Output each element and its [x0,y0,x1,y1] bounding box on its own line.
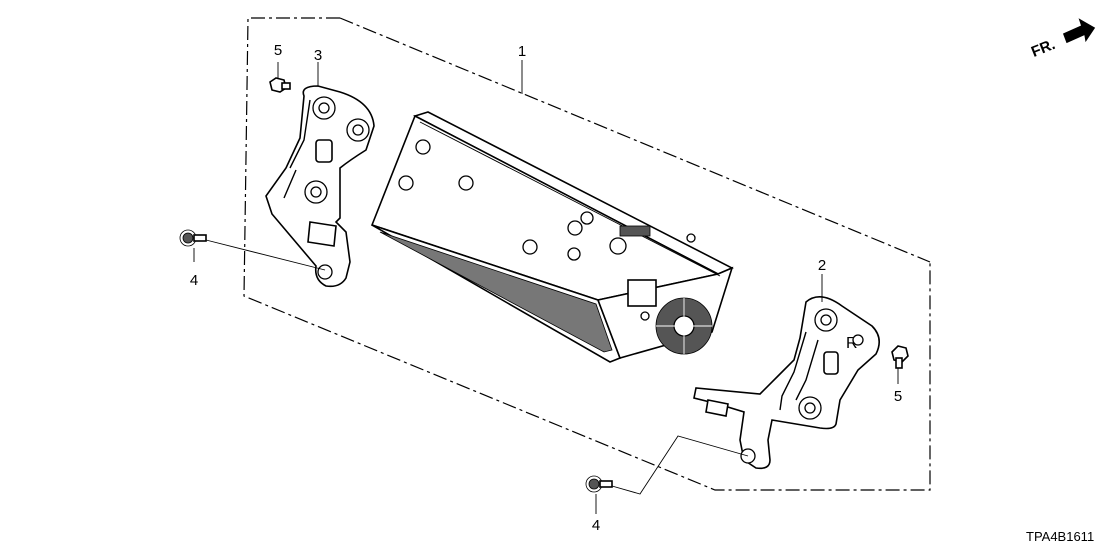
front-arrow-icon [1062,18,1096,44]
nut-upper-left [269,77,291,93]
callout-bracket-left: 3 [314,47,322,64]
callout-nut-right: 5 [894,388,902,405]
callout-radio-unit: 1 [518,43,526,60]
radio-unit [370,111,734,363]
boundary-top-edge [339,17,931,263]
callout-bracket-right: 2 [818,257,826,274]
bracket-right: R [693,296,880,470]
bracket-left [265,85,375,288]
assembly-boundary [243,17,931,491]
callout-nut-upper-left: 5 [274,42,282,59]
screw-lower [585,475,613,493]
callout-screw-upper-left: 4 [190,272,198,289]
callout-screw-lower: 4 [592,517,600,534]
front-indicator-label: FR. [1029,36,1058,61]
front-direction-indicator: FR. [1029,18,1096,61]
screw-upper-left [179,229,207,247]
svg-text:R: R [846,335,858,352]
nut-right [891,345,909,369]
diagram-code: TPA4B1611 [1026,529,1094,544]
